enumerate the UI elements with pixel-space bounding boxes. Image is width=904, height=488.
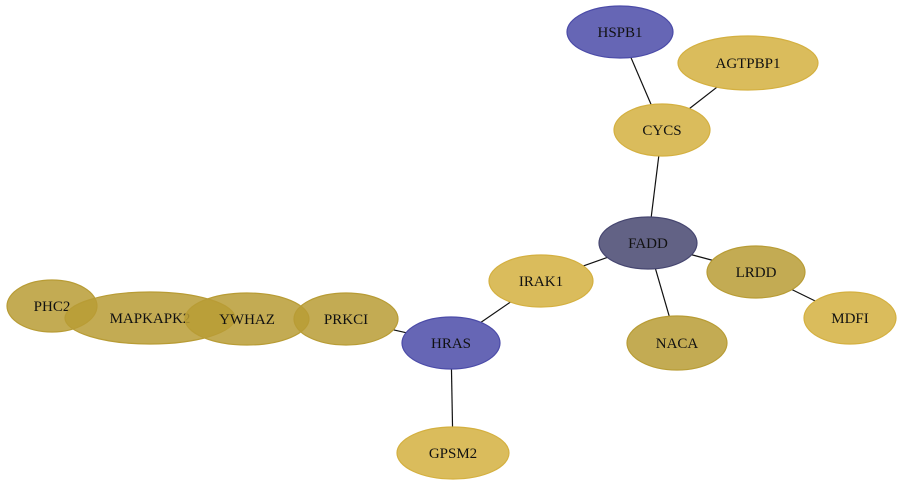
edge-cycs-fadd xyxy=(650,155,660,218)
node-prkci[interactable]: PRKCI xyxy=(293,292,399,346)
edge-lrdd-mdfi xyxy=(791,289,816,302)
edges-layer xyxy=(393,57,816,428)
node-hras[interactable]: HRAS xyxy=(401,316,501,370)
node-shape-naca xyxy=(626,315,728,371)
edge-hras-prkci xyxy=(393,329,407,334)
node-label-fadd: FADD xyxy=(628,236,668,252)
node-label-cycs: CYCS xyxy=(642,123,681,139)
node-label-lrdd: LRDD xyxy=(736,265,777,281)
edge-hras-gpsm2 xyxy=(450,368,454,428)
edge-irak1-hras xyxy=(480,301,511,323)
node-lrdd[interactable]: LRDD xyxy=(706,245,806,299)
edge-agtpbp1-cycs xyxy=(689,86,718,110)
node-shape-cycs xyxy=(613,103,711,157)
edge-fadd-lrdd xyxy=(691,254,713,261)
node-shape-irak1 xyxy=(488,254,594,308)
node-shape-prkci xyxy=(293,292,399,346)
node-ywhaz[interactable]: YWHAZ xyxy=(184,292,310,346)
node-shape-hras xyxy=(401,316,501,370)
node-label-prkci: PRKCI xyxy=(324,312,368,328)
node-label-gpsm2: GPSM2 xyxy=(429,446,477,462)
node-shape-fadd xyxy=(598,216,698,270)
node-mdfi[interactable]: MDFI xyxy=(803,291,897,345)
node-gpsm2[interactable]: GPSM2 xyxy=(396,426,510,480)
node-cycs[interactable]: CYCS xyxy=(613,103,711,157)
node-label-mdfi: MDFI xyxy=(831,311,869,327)
node-shape-gpsm2 xyxy=(396,426,510,480)
node-fadd[interactable]: FADD xyxy=(598,216,698,270)
node-label-ywhaz: YWHAZ xyxy=(219,312,275,328)
edge-fadd-irak1 xyxy=(583,256,608,267)
node-label-mapkapk2: MAPKAPK2 xyxy=(110,311,191,327)
node-label-phc2: PHC2 xyxy=(34,299,71,315)
node-hspb1[interactable]: HSPB1 xyxy=(566,5,674,59)
node-shape-agtpbp1 xyxy=(677,35,819,91)
edge-hspb1-cycs xyxy=(630,57,652,105)
node-shape-mdfi xyxy=(803,291,897,345)
node-shape-lrdd xyxy=(706,245,806,299)
node-shape-hspb1 xyxy=(566,5,674,59)
node-label-hras: HRAS xyxy=(431,336,471,352)
node-label-irak1: IRAK1 xyxy=(519,274,563,290)
node-irak1[interactable]: IRAK1 xyxy=(488,254,594,308)
node-label-naca: NACA xyxy=(656,336,699,352)
node-naca[interactable]: NACA xyxy=(626,315,728,371)
edge-fadd-naca xyxy=(654,268,670,317)
node-label-hspb1: HSPB1 xyxy=(597,25,642,41)
node-agtpbp1[interactable]: AGTPBP1 xyxy=(677,35,819,91)
node-label-agtpbp1: AGTPBP1 xyxy=(715,56,780,72)
